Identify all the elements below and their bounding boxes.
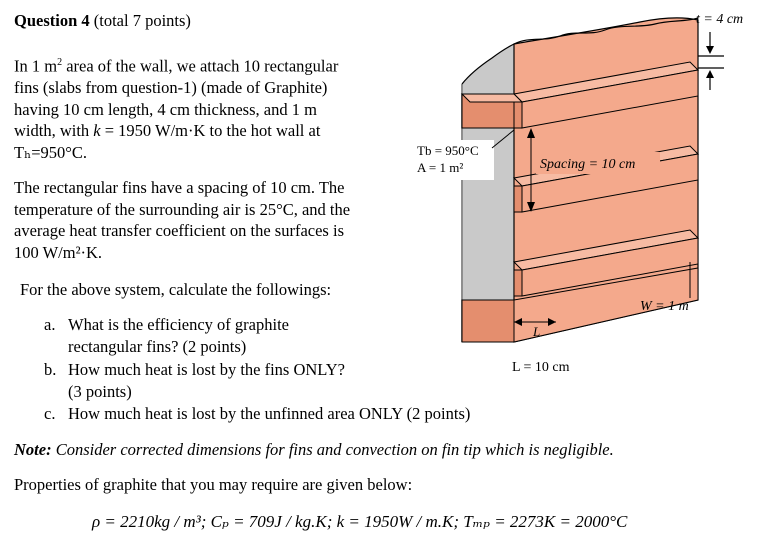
thickness-label: t = 4 cm bbox=[696, 12, 743, 27]
intro-line-4: width, with k = 1950 W/m·K to the hot wa… bbox=[14, 121, 321, 140]
fin-diagram: Tb = 950°C A = 1 m² Spacing = 10 cm t = … bbox=[412, 12, 743, 375]
fin-1 bbox=[460, 61, 700, 129]
item-b-line-2: (3 points) bbox=[68, 382, 132, 401]
note-text: Consider corrected dimensions for fins a… bbox=[51, 440, 614, 459]
item-a-line-2: rectangular fins? (2 points) bbox=[68, 337, 247, 356]
fin-3 bbox=[512, 229, 700, 297]
tb-label: Tb = 950°C bbox=[417, 143, 479, 158]
note-label: Note: bbox=[14, 440, 52, 459]
length-label: L = 10 cm bbox=[512, 360, 570, 375]
intro-line-5: Tₕ=950°C. bbox=[14, 142, 88, 162]
wall bbox=[462, 44, 514, 342]
question-points: (total 7 points) bbox=[93, 11, 191, 30]
intro-line-2: fins (slabs from question-1) (made of Gr… bbox=[14, 78, 328, 97]
conditions-line-2: temperature of the surrounding air is 25… bbox=[14, 199, 351, 219]
item-c-marker: c. bbox=[44, 404, 56, 423]
item-b-line-1: How much heat is lost by the fins ONLY? bbox=[68, 360, 345, 379]
area-label: A = 1 m² bbox=[417, 160, 463, 175]
properties-formula: ρ = 2210kg / m³; Cₚ = 709J / kg.K; k = 1… bbox=[92, 512, 628, 531]
length-mark: L bbox=[532, 324, 540, 339]
item-b-marker: b. bbox=[44, 360, 57, 379]
intro-line-1: In 1 m2 area of the wall, we attach 10 r… bbox=[14, 56, 339, 76]
conditions-line-1: The rectangular fins have a spacing of 1… bbox=[14, 178, 345, 197]
question-heading: Question 4 (total 7 points) bbox=[14, 11, 191, 31]
item-a-line-1: What is the efficiency of graphite bbox=[68, 315, 289, 334]
item-c-line-1: How much heat is lost by the unfinned ar… bbox=[68, 404, 471, 423]
question-label: Question 4 bbox=[14, 11, 90, 30]
properties-text: Properties of graphite that you may requ… bbox=[14, 475, 413, 494]
conditions-line-4: 100 W/m²·K. bbox=[14, 242, 103, 262]
note: Note: Consider corrected dimensions for … bbox=[14, 440, 614, 460]
intro-line-3: having 10 cm length, 4 cm thickness, and… bbox=[14, 99, 317, 119]
conditions-paragraph: The rectangular fins have a spacing of 1… bbox=[14, 177, 399, 263]
spacing-label: Spacing = 10 cm bbox=[540, 157, 635, 172]
item-a-marker: a. bbox=[44, 315, 56, 334]
width-label: W = 1 m bbox=[640, 299, 689, 314]
task-intro: For the above system, calculate the foll… bbox=[20, 280, 332, 299]
conditions-line-3: average heat transfer coefficient on the… bbox=[14, 221, 344, 240]
intro-paragraph: In 1 m2 area of the wall, we attach 10 r… bbox=[14, 52, 394, 163]
